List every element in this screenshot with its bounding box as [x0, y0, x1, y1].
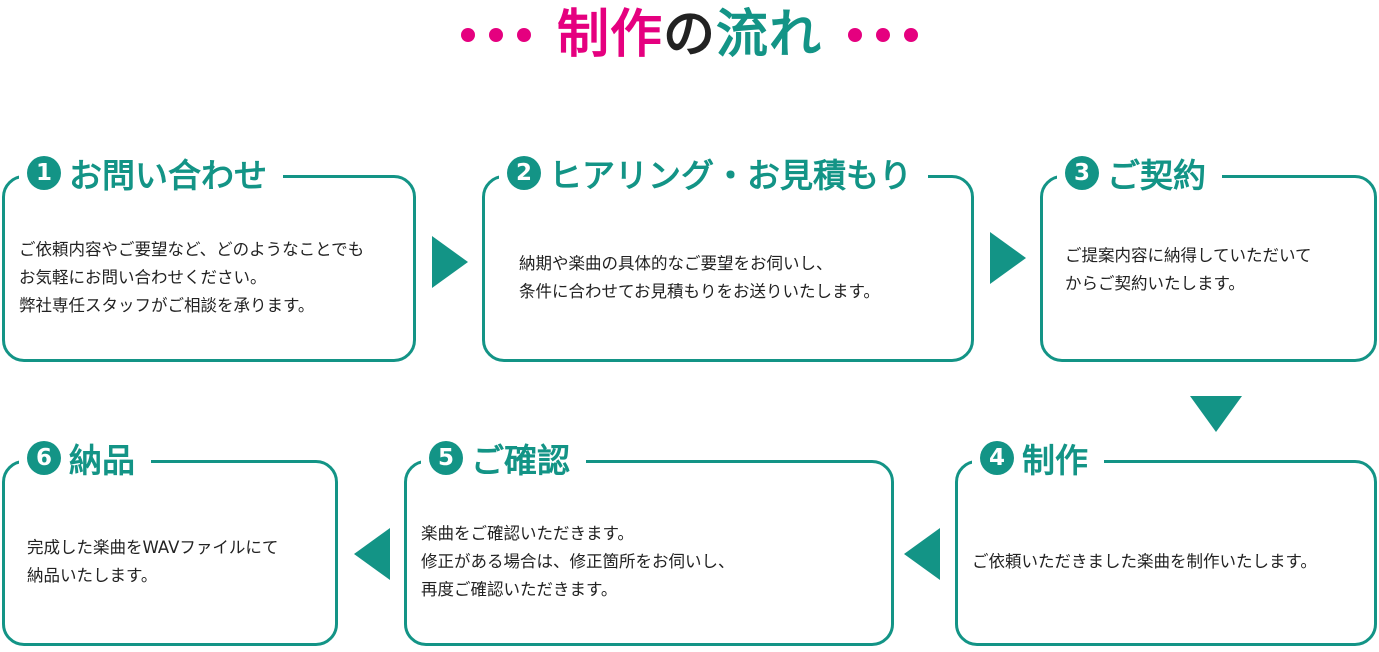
arrow-left-icon [354, 528, 390, 580]
step-1-number-badge: 1 [27, 156, 61, 190]
step-5-text: 楽曲をご確認いただきます。 修正がある場合は、修正箇所をお伺いし、 再度ご確認い… [421, 524, 735, 599]
step-4-text: ご依頼いただきました楽曲を制作いたします。 [972, 552, 1317, 571]
arrow-down-icon [1190, 396, 1242, 432]
page-title: 制作の流れ [557, 9, 822, 61]
step-6-title: 納品 [69, 441, 135, 480]
dot-icon [488, 28, 503, 42]
step-4-number-badge: 4 [980, 441, 1014, 475]
step-4-body: ご依頼いただきました楽曲を制作いたします。 [958, 489, 1374, 635]
step-6-header: 6 納品 [19, 427, 151, 489]
step-1-body: ご依頼内容やご要望など、どのようなことでも お気軽にお問い合わせください。 弊社… [5, 204, 413, 351]
step-5-number-badge: 5 [429, 441, 463, 475]
dot-icon [904, 28, 919, 42]
step-6-text: 完成した楽曲をWAVファイルにて 納品いたします。 [27, 538, 279, 585]
dot-icon [460, 28, 475, 42]
step-5-body: 楽曲をご確認いただきます。 修正がある場合は、修正箇所をお伺いし、 再度ご確認い… [407, 489, 891, 635]
dot-icon [848, 28, 863, 42]
step-5-title: ご確認 [471, 441, 570, 480]
title-part-2: の [662, 5, 716, 65]
step-2-title: ヒアリング・お見積もり [549, 156, 912, 195]
step-1-box: 1 お問い合わせ ご依頼内容やご要望など、どのようなことでも お気軽にお問い合わ… [2, 142, 416, 362]
step-2-number-badge: 2 [507, 156, 541, 190]
step-1-text: ご依頼内容やご要望など、どのようなことでも お気軽にお問い合わせください。 弊社… [19, 239, 365, 315]
step-6-body: 完成した楽曲をWAVファイルにて 納品いたします。 [5, 489, 335, 635]
step-2-header: 2 ヒアリング・お見積もり [499, 142, 928, 204]
step-1-header: 1 お問い合わせ [19, 142, 283, 204]
step-4-title: 制作 [1022, 441, 1088, 480]
step-1-title: お問い合わせ [69, 156, 267, 195]
arrow-right-icon [432, 236, 468, 288]
step-6-box: 6 納品 完成した楽曲をWAVファイルにて 納品いたします。 [2, 427, 338, 646]
diagram-title: 制作の流れ [0, 0, 1379, 70]
step-5-header: 5 ご確認 [421, 427, 586, 489]
step-2-box: 2 ヒアリング・お見積もり 納期や楽曲の具体的なご要望をお伺いし、 条件に合わせ… [482, 142, 974, 362]
dot-icon [876, 28, 891, 42]
arrow-left-icon [904, 528, 940, 580]
title-dots-right [848, 28, 919, 42]
title-part-3: 流れ [716, 5, 823, 65]
step-3-header: 3 ご契約 [1057, 142, 1222, 204]
step-3-title: ご契約 [1107, 156, 1206, 195]
step-2-body: 納期や楽曲の具体的なご要望をお伺いし、 条件に合わせてお見積もりをお送りいたしま… [485, 204, 971, 351]
arrow-right-icon [990, 232, 1026, 284]
step-4-box: 4 制作 ご依頼いただきました楽曲を制作いたします。 [955, 427, 1377, 646]
title-part-1: 制作 [556, 5, 663, 65]
step-3-body: ご提案内容に納得していただいて からご契約いたします。 [1043, 204, 1374, 351]
step-2-text: 納期や楽曲の具体的なご要望をお伺いし、 条件に合わせてお見積もりをお送りいたしま… [519, 253, 880, 301]
step-3-text: ご提案内容に納得していただいて からご契約いたします。 [1065, 246, 1312, 293]
step-4-header: 4 制作 [972, 427, 1104, 489]
step-3-number-badge: 3 [1065, 156, 1099, 190]
step-5-box: 5 ご確認 楽曲をご確認いただきます。 修正がある場合は、修正箇所をお伺いし、 … [404, 427, 894, 646]
step-3-box: 3 ご契約 ご提案内容に納得していただいて からご契約いたします。 [1040, 142, 1377, 362]
title-dots-left [460, 28, 531, 42]
dot-icon [516, 28, 531, 42]
step-6-number-badge: 6 [27, 441, 61, 475]
